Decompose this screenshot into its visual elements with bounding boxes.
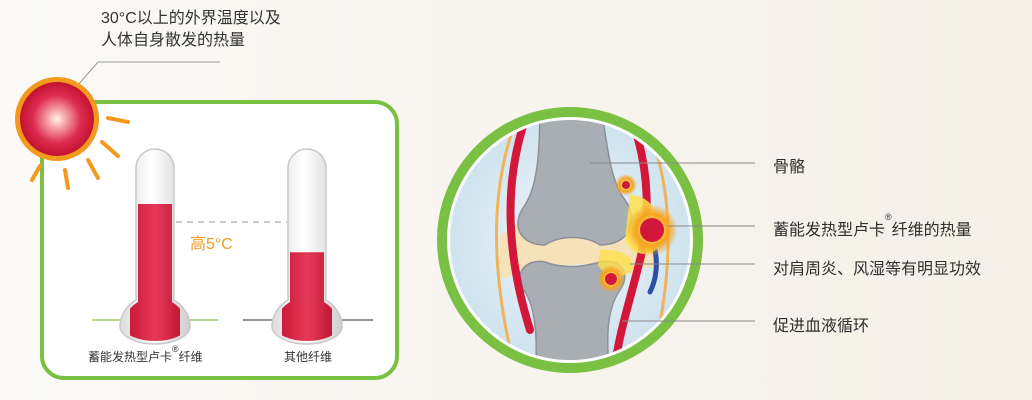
left-caption-tail: 纤维 bbox=[178, 350, 203, 364]
label-heat-main: 蓄能发热型卢卡 bbox=[773, 222, 886, 239]
label-bone: 骨骼 bbox=[773, 159, 806, 176]
left-caption-registered-mark: ® bbox=[172, 344, 179, 354]
right-thermometer-caption: 其他纤维 bbox=[284, 350, 333, 364]
label-effect: 对肩周炎、风湿等有明显功效 bbox=[773, 261, 982, 278]
thermometer-left bbox=[92, 148, 218, 345]
left-caption-main: 蓄能发热型卢卡 bbox=[88, 350, 173, 364]
knee-joint-illustration bbox=[437, 107, 703, 373]
thermometer-right bbox=[243, 148, 373, 345]
label-heat-registered-mark: ® bbox=[885, 212, 892, 222]
left-thermometer-caption: 蓄能发热型卢卡®纤维 bbox=[88, 344, 203, 365]
temperature-difference-label: 高5°C bbox=[190, 236, 233, 253]
label-circulation: 促进血液循环 bbox=[773, 318, 870, 335]
label-heat-tail: 纤维的热量 bbox=[891, 222, 972, 239]
sun-icon bbox=[15, 77, 130, 190]
sun-text-line1: 30°C以上的外界温度以及 bbox=[101, 10, 281, 27]
sun-text-line2: 人体自身散发的热量 bbox=[101, 32, 246, 49]
label-heat: 蓄能发热型卢卡®纤维的热量 bbox=[773, 212, 972, 240]
